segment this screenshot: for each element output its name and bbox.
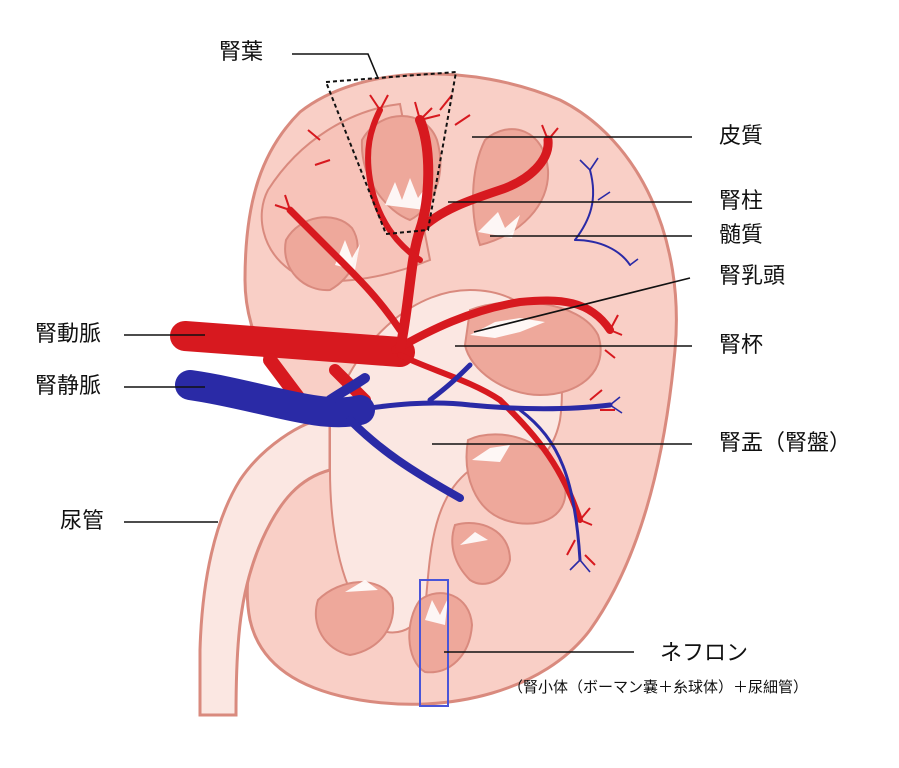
pyramid — [360, 115, 442, 222]
leader-lines — [124, 53, 692, 653]
pyramid — [451, 522, 512, 585]
label-ureter: 尿管 — [60, 509, 105, 534]
label-medulla: 髄質 — [719, 223, 764, 248]
renal-vein-tree — [175, 169, 631, 562]
label-renal-pelvis: 腎盂（腎盤） — [719, 431, 852, 456]
label-cortex: 皮質 — [719, 124, 764, 149]
label-renal-papilla: 腎乳頭 — [719, 264, 786, 289]
label-renal-lobe: 腎葉 — [219, 40, 264, 65]
label-renal-artery: 腎動脈 — [35, 322, 102, 347]
label-renal-vein: 腎静脈 — [35, 374, 102, 399]
nephron-box — [419, 579, 449, 707]
label-nephron: ネフロン — [660, 641, 749, 666]
label-renal-column: 腎柱 — [719, 189, 764, 214]
label-nephron-detail: （腎小体（ボーマン嚢＋糸球体）＋尿細管） — [508, 678, 809, 696]
label-renal-calyx: 腎杯 — [719, 333, 764, 358]
artery-twigs — [274, 94, 623, 566]
pyramid — [314, 581, 395, 657]
vein-twigs — [569, 157, 639, 573]
renal-lobe-outline — [324, 70, 458, 236]
